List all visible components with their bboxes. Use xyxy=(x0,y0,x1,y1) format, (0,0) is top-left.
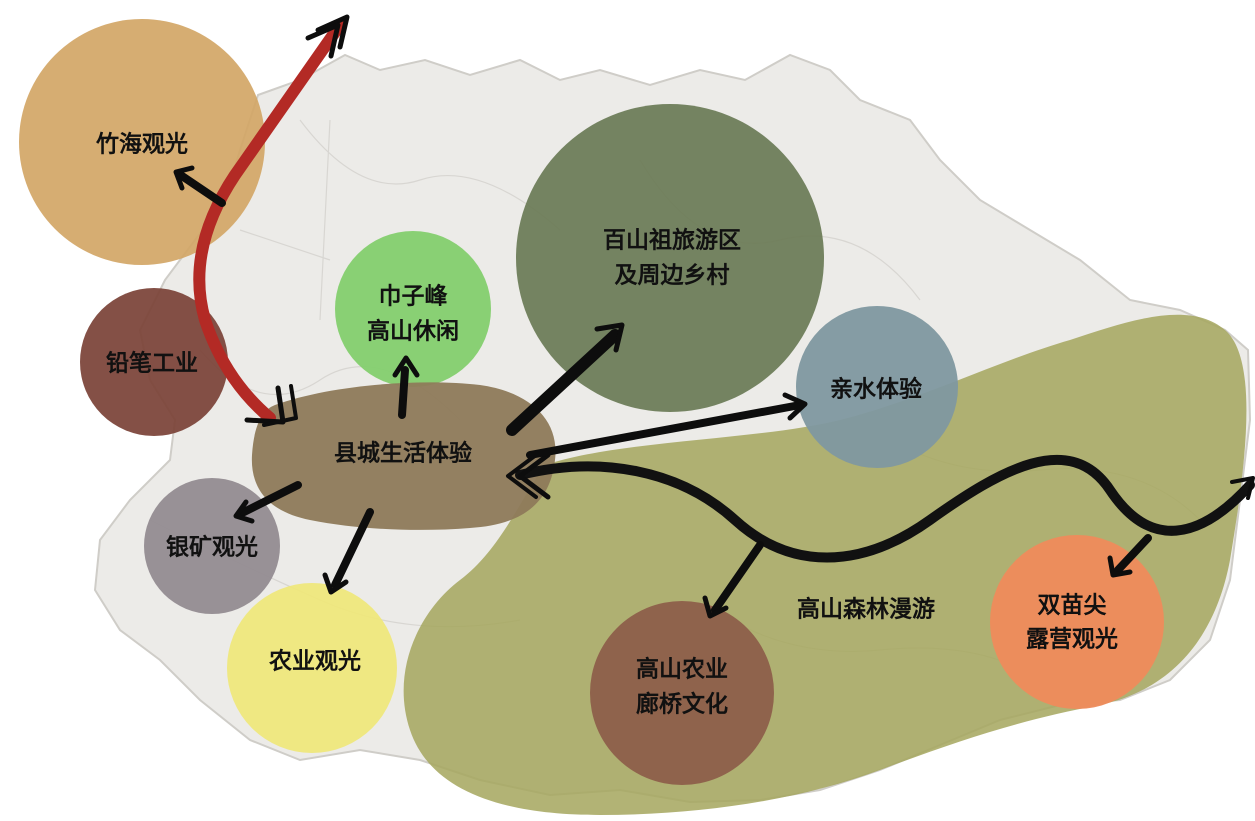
zhuhai-circle xyxy=(19,19,265,265)
label-yinkuang: 银矿观光 xyxy=(166,534,258,561)
label-jinzifeng-line1: 巾子峰 xyxy=(379,284,449,310)
route-arrows xyxy=(173,165,1152,619)
label-baishanzu-line1: 百山祖旅游区 xyxy=(603,227,741,254)
gaoshan-nongye-circle xyxy=(590,601,774,785)
label-qianbi: 铅笔工业 xyxy=(106,350,198,377)
baishanzu-circle xyxy=(516,104,824,412)
jinzifeng-circle xyxy=(335,231,491,387)
label-zhuhai: 竹海观光 xyxy=(95,131,188,158)
label-shuangmiaojian-line1: 双苗尖 xyxy=(1038,593,1107,619)
label-baishanzu-line2: 及周边乡村 xyxy=(615,263,730,289)
nongye-circle xyxy=(227,583,397,753)
qinshui-circle xyxy=(796,306,958,468)
label-nongye: 农业观光 xyxy=(268,648,361,675)
label-xiancheng: 县城生活体验 xyxy=(334,440,472,467)
label-gaoshan-nongye-line2: 廊桥文化 xyxy=(636,691,728,718)
label-gaoshan-nongye-line1: 高山农业 xyxy=(636,656,728,683)
label-jinzifeng-line2: 高山休闲 xyxy=(367,318,459,345)
label-shuangmiaojian-line2: 露营观光 xyxy=(1026,627,1118,653)
xiancheng-zone xyxy=(251,382,556,530)
qianbi-circle xyxy=(80,288,228,436)
black-main-route xyxy=(506,452,1255,563)
label-qinshui: 亲水体验 xyxy=(830,376,922,403)
red-route xyxy=(193,14,350,427)
label-gaoshan-forest: 高山森林漫游 xyxy=(797,596,935,623)
shuangmiaojian-circle xyxy=(990,535,1164,709)
